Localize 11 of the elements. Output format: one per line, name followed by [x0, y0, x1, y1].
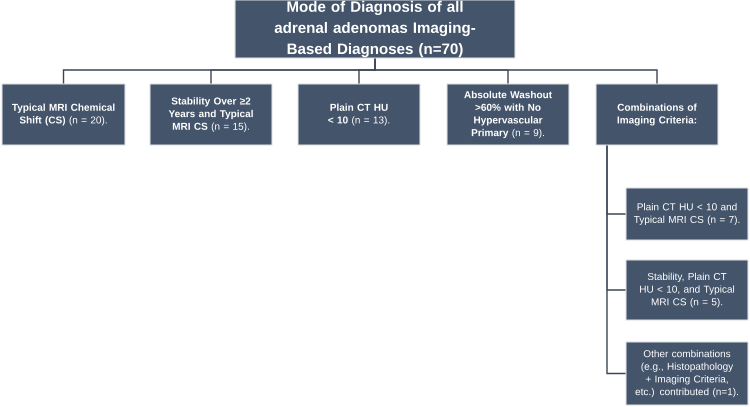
process-box: Other combinations (e.g., Histopathology + Imaging Criteria, etc.) contributed (n=1).	[626, 341, 749, 406]
process-box: Plain CT HU < 10 (n = 13).	[298, 83, 421, 146]
process-box: Stability Over ≥2 Years and Typical MRI CS (n = 15).	[149, 83, 273, 146]
connector-line	[374, 58, 658, 84]
process-box: Stability, Plain CT HU < 10, and Typical MRI CS (n = 5).	[626, 259, 749, 321]
process-box: Absolute Washout >60% with No Hypervascular Primary (n = 9).	[446, 83, 570, 146]
process-box: Typical MRI Chemical Shift (CS) (n = 20).	[2, 83, 126, 146]
title-box: Mode of Diagnosis of all adrenal adenomas Imaging-Based Diagnoses (n=70)	[234, 0, 516, 59]
process-box: Combinations of Imaging Criteria:	[596, 83, 719, 146]
process-box: Plain CT HU < 10 and Typical MRI CS (n = 7).	[626, 187, 749, 241]
connector-line	[606, 146, 626, 374]
